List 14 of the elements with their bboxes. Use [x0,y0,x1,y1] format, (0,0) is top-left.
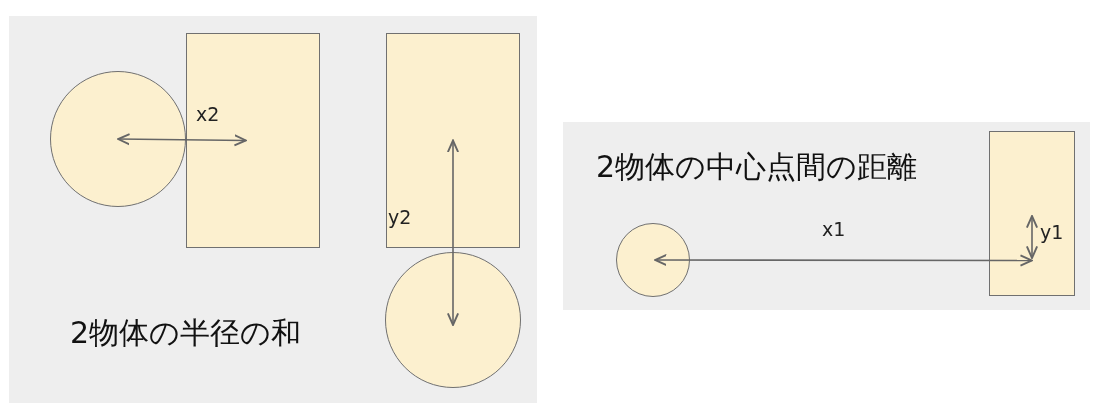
arrow [117,133,247,147]
rectangle-shape [186,33,320,248]
dimension-label: y1 [1040,223,1064,242]
panel-background [9,16,537,403]
edge-label: x1 [822,220,846,239]
arrow [446,139,460,326]
panel-background [563,122,1090,310]
rectangle-shape [386,33,520,248]
arrow [654,253,1033,267]
panel-label: 2物体の半径の和 [70,318,302,348]
rectangle-shape [989,131,1075,296]
panel-label: 2物体の中心点間の距離 [596,152,918,182]
edge-label: x2 [196,105,220,124]
edge-label: y2 [388,208,412,227]
